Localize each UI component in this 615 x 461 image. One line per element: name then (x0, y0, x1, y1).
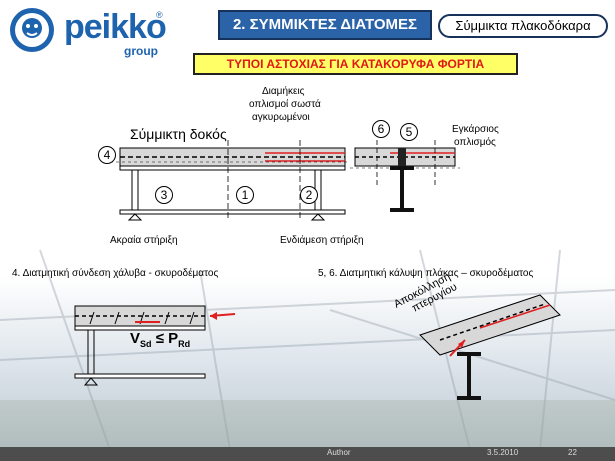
page-title: 2. ΣΥΜΜΙΚΤΕΣ ΔΙΑΤΟΜΕΣ (218, 10, 432, 40)
formula-sd: Sd (140, 339, 152, 349)
longitudinal-note-line1: Διαμήκεις (262, 86, 305, 97)
marker-4: 4 (98, 146, 116, 164)
formula-rd: Rd (178, 339, 191, 349)
logo-group-text: group (124, 44, 158, 58)
slab-shear-diagram (419, 294, 561, 400)
slab-shear-heading: 5, 6. Διατμητική κάλυψη πλάκας – σκυροδέ… (318, 268, 534, 279)
marker-1: 1 (236, 186, 254, 204)
footer-page-number: 22 (568, 448, 577, 457)
footer-author: Author (327, 448, 351, 457)
lion-emblem-icon (10, 8, 54, 52)
footer-bar: Author 3.5.2010 22 (0, 447, 615, 461)
marker-3: 3 (155, 186, 173, 204)
composite-beam-elevation (110, 140, 350, 221)
beam-label: Σύμμικτη δοκός (130, 126, 227, 142)
footer-date: 3.5.2010 (487, 448, 519, 457)
longitudinal-note-line2: οπλισμοί σωστά (249, 99, 321, 110)
transverse-note-line2: οπλισμός (454, 137, 496, 148)
formula-op: ≤ P (151, 330, 179, 347)
marker-6: 6 (372, 120, 390, 138)
cross-section (350, 140, 460, 212)
marker-5: 5 (400, 123, 418, 141)
longitudinal-note-line3: αγκυρωμένοι (252, 112, 310, 123)
formula-v: V (130, 330, 141, 347)
mid-support-label: Ενδιάμεση στήριξη (280, 235, 364, 246)
logo-wordmark: peikko (64, 8, 167, 46)
shear-connection-heading: 4. Διατμητική σύνδεση χάλυβα - σκυροδέμα… (12, 268, 219, 279)
registered-mark: ® (156, 10, 163, 20)
topic-pill: Σύμμικτα πλακοδόκαρα (438, 14, 608, 38)
marker-2: 2 (300, 186, 318, 204)
section-title: ΤΥΠΟΙ ΑΣΤΟΧΙΑΣ ΓΙΑ ΚΑΤΑΚΟΡΥΦΑ ΦΟΡΤΙΑ (193, 53, 518, 75)
background-structure (0, 249, 615, 451)
end-support-label: Ακραία στήριξη (110, 235, 178, 246)
transverse-note-line1: Εγκάρσιος (452, 124, 499, 135)
shear-connection-diagram (74, 305, 236, 386)
shear-formula: VSd ≤ PRd (130, 330, 190, 349)
peikko-logo: peikko ® group (6, 6, 167, 58)
